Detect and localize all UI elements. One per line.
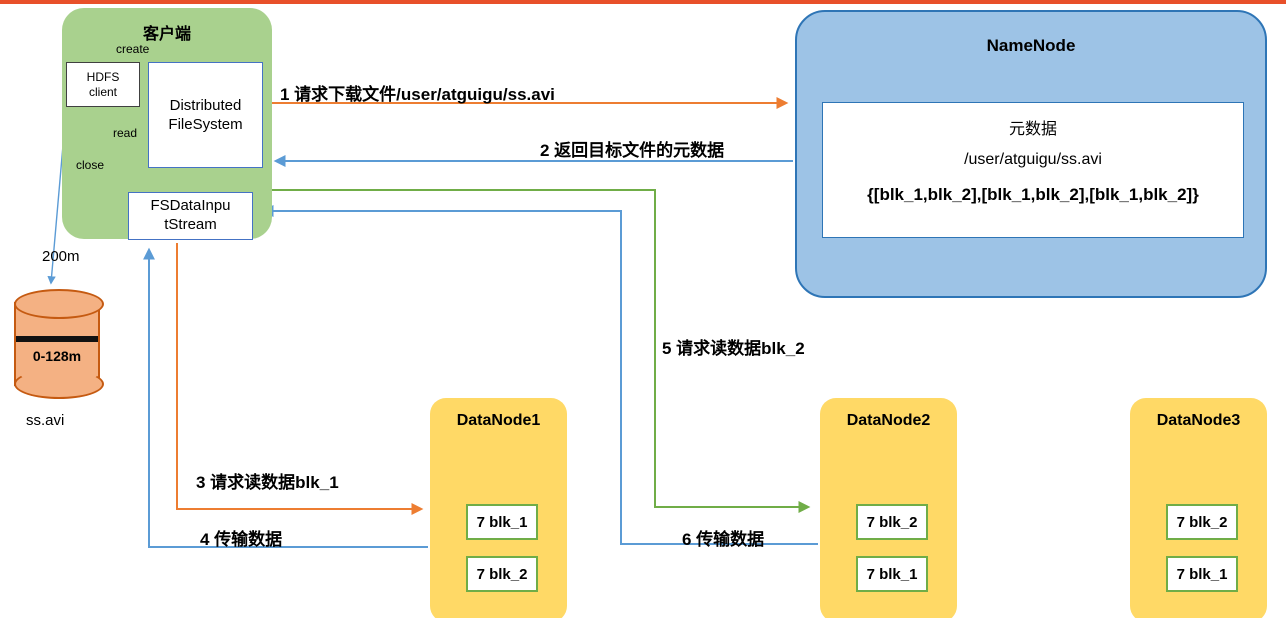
file-size-label: 200m — [42, 248, 80, 265]
create-label: create — [116, 42, 150, 56]
block-badge: 7 blk_1 — [1166, 556, 1238, 592]
close-label: close — [76, 158, 105, 172]
fsdata-input-stream-box: FSDataInpu tStream — [128, 192, 253, 240]
block-badge: 7 blk_2 — [466, 556, 538, 592]
step4-label: 4 传输数据 — [200, 530, 283, 549]
step2-label: 2 返回目标文件的元数据 — [540, 141, 725, 160]
block-badge: 7 blk_1 — [856, 556, 928, 592]
datanode2-box: DataNode2 7 blk_2 7 blk_1 — [820, 398, 957, 618]
metadata-title: 元数据 — [1008, 121, 1057, 138]
hdfs-client-box: HDFS client — [66, 62, 140, 107]
step1-label: 1 请求下载文件/user/atguigu/ss.avi — [280, 85, 555, 104]
file-name-label: ss.avi — [26, 412, 65, 429]
step6-label: 6 传输数据 — [682, 530, 765, 549]
namenode-box: NameNode 元数据 /user/atguigu/ss.avi {[blk_… — [795, 10, 1267, 298]
client-title: 客户端 — [142, 26, 191, 43]
distributed-filesystem-box: Distributed FileSystem — [148, 62, 263, 168]
datanode3-box: DataNode3 7 blk_2 7 blk_1 — [1130, 398, 1267, 618]
datanode3-title: DataNode3 — [1156, 412, 1241, 429]
file-cylinder-icon: 0-128m — [14, 289, 104, 399]
block-badge: 7 blk_2 — [1166, 504, 1238, 540]
arrow-step4-transfer-data — [143, 247, 428, 548]
block-badge: 7 blk_1 — [466, 504, 538, 540]
metadata-panel: 元数据 /user/atguigu/ss.avi {[blk_1,blk_2],… — [822, 102, 1244, 238]
metadata-block-list: {[blk_1,blk_2],[blk_1,blk_2],[blk_1,blk_… — [867, 185, 1199, 204]
datanode1-box: DataNode1 7 blk_1 7 blk_2 — [430, 398, 567, 618]
read-label: read — [113, 126, 138, 140]
top-accent-bar — [0, 0, 1286, 4]
cylinder-divider-band — [16, 336, 98, 342]
step5-label: 5 请求读数据blk_2 — [662, 339, 805, 358]
step3-label: 3 请求读数据blk_1 — [196, 473, 339, 492]
metadata-file-path: /user/atguigu/ss.avi — [964, 151, 1102, 168]
namenode-title: NameNode — [986, 36, 1076, 55]
datanode2-title: DataNode2 — [846, 412, 931, 429]
client-group-box: 客户端 create HDFS client Distributed FileS… — [62, 8, 272, 240]
datanode1-title: DataNode1 — [456, 412, 541, 429]
block-range-label: 0-128m — [32, 348, 82, 364]
block-badge: 7 blk_2 — [856, 504, 928, 540]
